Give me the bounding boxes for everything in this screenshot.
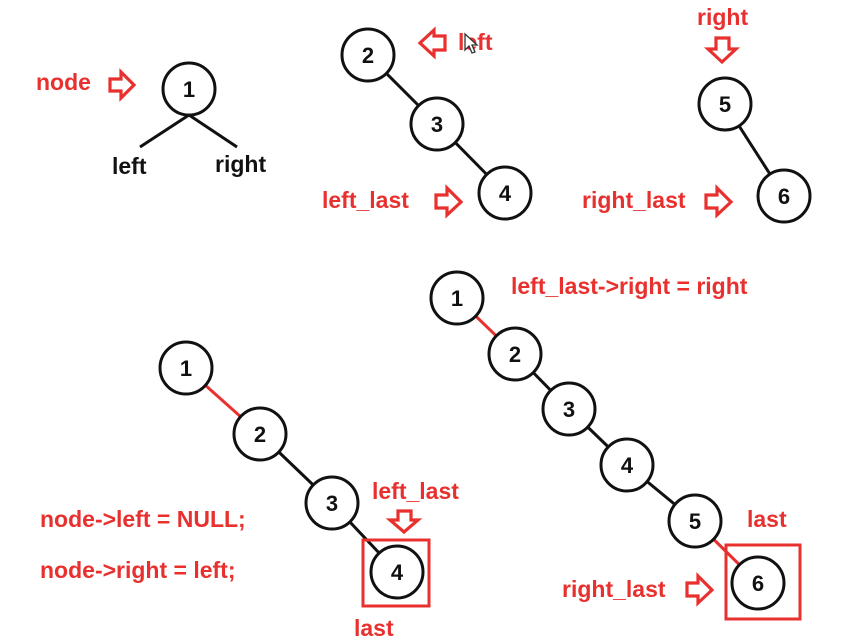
tree-node-value: 6 [778, 184, 790, 209]
tree-node-value: 5 [719, 92, 731, 117]
arrow-right-icon [685, 572, 715, 607]
tree-node-value: 1 [451, 286, 463, 311]
arrow-right-icon [108, 68, 137, 102]
code-left-null: node->left = NULL; [40, 506, 246, 532]
tree-node [756, 168, 812, 224]
panel-right-subtree: right 5 6 right_last [582, 4, 812, 224]
arrow-right-icon [434, 184, 464, 219]
highlight-box [361, 538, 431, 608]
tree-node-value: 3 [431, 112, 443, 137]
tree-node [667, 493, 723, 549]
right-label: right [697, 4, 748, 30]
panel-left-subtree: 2 3 4 left left_last [322, 26, 533, 221]
edge-left [139, 113, 190, 149]
last-label: last [747, 506, 787, 532]
panel-node-split: node 1 left right [36, 61, 266, 179]
node-label: node [36, 69, 91, 95]
tree-node-value: 6 [752, 571, 764, 596]
panel-step-attach-left: 1 2 3 4 left_last last node->left = NULL… [40, 340, 459, 641]
tree-node [599, 437, 655, 493]
left-branch-label: left [112, 153, 147, 179]
tree-node [161, 61, 217, 117]
tree-node-value: 3 [563, 397, 575, 422]
edge-right [188, 113, 238, 149]
tree-node [487, 326, 543, 382]
left-label: left [458, 29, 493, 55]
tree-node [697, 76, 753, 132]
code-right-left: node->right = left; [40, 557, 236, 583]
left-last-label: left_last [322, 187, 409, 213]
tree-node [541, 381, 597, 437]
tree-node-value: 2 [254, 422, 266, 447]
tree-node-value: 5 [689, 509, 701, 534]
tree-node-value: 4 [499, 181, 512, 206]
tree-node-value: 2 [362, 43, 374, 68]
tree-node [409, 96, 465, 152]
last-label: last [354, 615, 394, 641]
arrow-down-icon [703, 36, 741, 65]
tree-node [304, 475, 360, 531]
tree-node [477, 165, 533, 221]
tree-node-value: 2 [509, 342, 521, 367]
left-last-label: left_last [372, 478, 459, 504]
panel-step-attach-right: 1 2 3 4 5 6 left_last->right = right las… [429, 270, 802, 621]
tree-node [340, 27, 396, 83]
code-link: left_last->right = right [511, 273, 748, 299]
tree-node-value: 3 [326, 491, 338, 516]
tree-node [158, 340, 214, 396]
tree-node [369, 544, 425, 600]
arrow-right-icon [704, 184, 734, 219]
tree-node [429, 270, 485, 326]
tree-node-value: 4 [621, 453, 634, 478]
arrow-down-icon [385, 509, 423, 535]
tree-node-value: 1 [180, 356, 192, 381]
right-last-label: right_last [582, 187, 686, 213]
tree-node-value: 4 [391, 560, 404, 585]
tree-node [232, 406, 288, 462]
right-branch-label: right [215, 151, 266, 177]
highlight-box [724, 543, 802, 621]
arrow-left-icon [417, 26, 447, 60]
cursor-icon [464, 32, 479, 54]
tree-node-value: 1 [183, 77, 195, 102]
tree-node [730, 555, 786, 611]
right-last-label: right_last [562, 576, 666, 602]
